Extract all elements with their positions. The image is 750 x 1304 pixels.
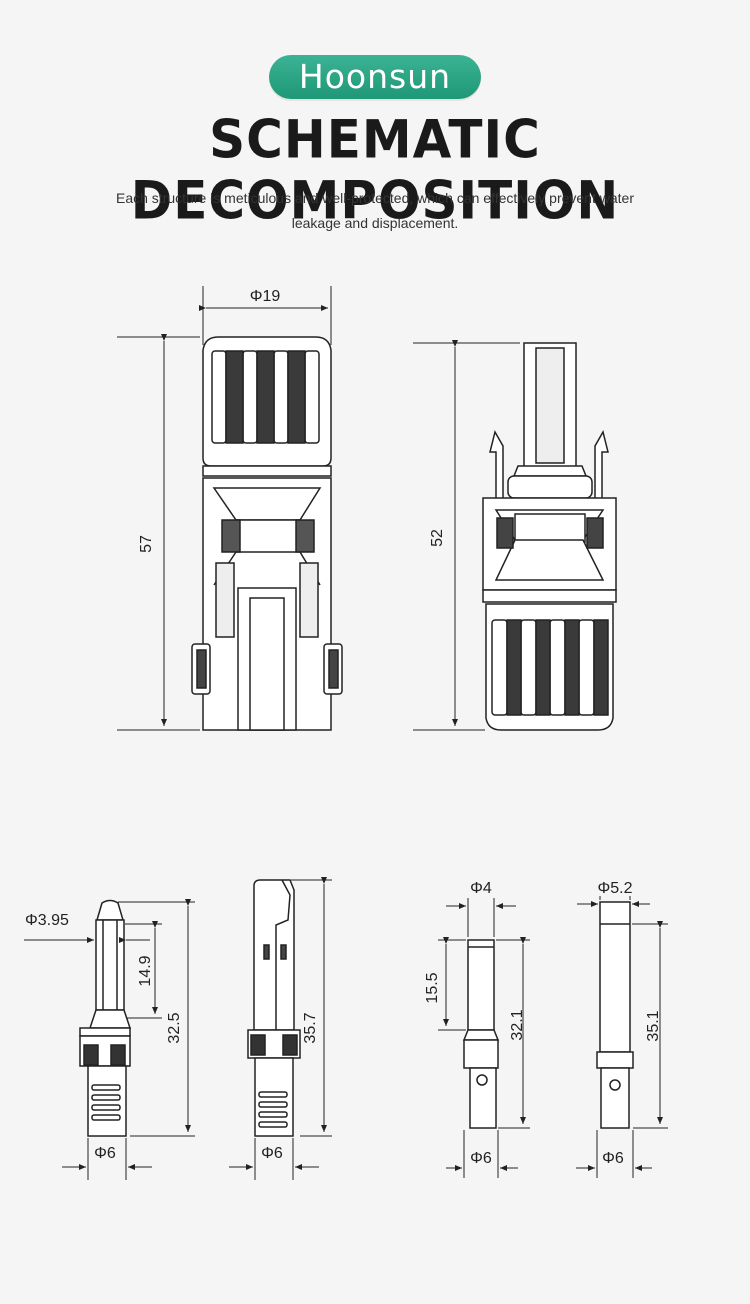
pin-2-base-diameter-label: Φ6 (261, 1145, 283, 1162)
pin-2-dimensions (229, 877, 332, 1180)
pin-1-length-a-label: 14.9 (137, 955, 154, 986)
pin-3-length-a-label: 15.5 (424, 972, 441, 1003)
pin-1-dimensions (24, 899, 195, 1180)
page-title: SCHEMATIC DECOMPOSITION (130, 109, 620, 231)
pin-2-length-label: 35.7 (302, 1012, 319, 1043)
connector-a-dimensions (117, 286, 332, 731)
pin-1-length-b-label: 32.5 (166, 1012, 183, 1043)
brand-logo-text: Hoonsun (298, 57, 452, 96)
page-subtitle: Each structure is meticulous and well-pr… (116, 190, 634, 231)
pin-4-drawing (596, 901, 634, 1129)
pin-4-length-label: 35.1 (645, 1010, 662, 1041)
pin-3-length-b-label: 32.1 (509, 1009, 526, 1040)
connector-a-drawing (191, 336, 343, 731)
brand-logo: Hoonsun (269, 55, 481, 99)
connector-b-dimensions (413, 340, 520, 731)
pin-1-tip-diameter-label: Φ3.95 (25, 912, 69, 929)
pin-4-top-diameter-label: Φ5.2 (597, 880, 632, 897)
connector-b-drawing (482, 342, 617, 731)
pin-2-drawing (247, 879, 301, 1137)
pin-3-top-diameter-label: Φ4 (470, 880, 492, 897)
pin-4-dimensions (576, 896, 668, 1178)
pin-3-drawing (462, 939, 500, 1129)
connector-b-length-label: 52 (429, 529, 446, 547)
pin-4-base-diameter-label: Φ6 (602, 1150, 624, 1167)
pin-3-dimensions (438, 898, 530, 1178)
pin-3-base-diameter-label: Φ6 (470, 1150, 492, 1167)
connector-a-diameter-label: Φ19 (250, 288, 281, 305)
pin-1-drawing (79, 899, 132, 1137)
connector-a-length-label: 57 (138, 535, 155, 553)
pin-1-base-diameter-label: Φ6 (94, 1145, 116, 1162)
